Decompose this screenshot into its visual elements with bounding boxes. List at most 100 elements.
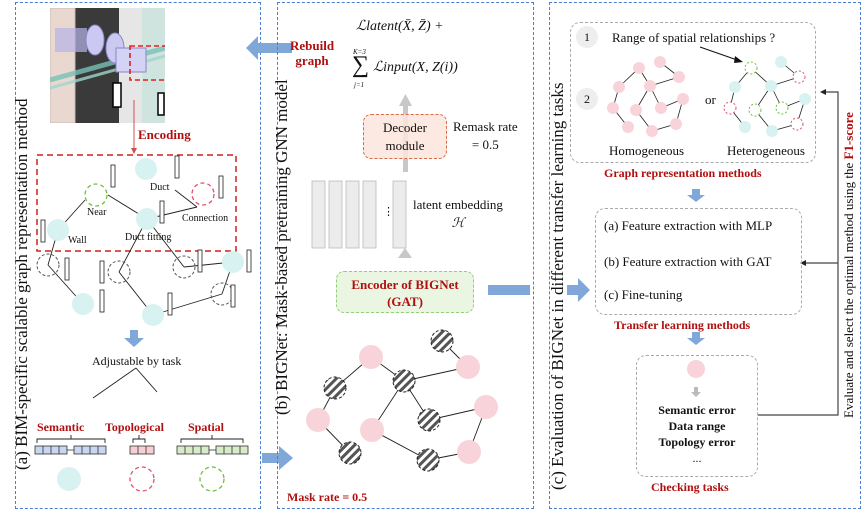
node-connection bbox=[191, 182, 215, 206]
label-wall: Wall bbox=[68, 235, 87, 246]
encoder-box: Encoder of BIGNet (GAT) bbox=[336, 271, 474, 313]
heterogeneous-label: Heterogeneous bbox=[727, 143, 805, 158]
heterogeneous-nodes bbox=[723, 56, 811, 137]
node-wall bbox=[47, 219, 69, 241]
masked-node bbox=[417, 408, 441, 432]
panel-b bbox=[277, 2, 534, 509]
visible-node bbox=[360, 418, 384, 442]
step-1-number: 1 bbox=[584, 30, 590, 44]
f1-score-highlight: F1-score bbox=[841, 112, 856, 160]
encoder-label-1: Encoder of BIGNet bbox=[351, 277, 459, 292]
feedback-arrowhead-1 bbox=[820, 89, 826, 95]
topological-vector bbox=[129, 445, 155, 455]
label-duct: Duct bbox=[150, 182, 170, 193]
masked-node bbox=[430, 329, 454, 353]
transfer-methods-label: Transfer learning methods bbox=[614, 318, 751, 332]
decoder-module-box: Decoder module bbox=[363, 114, 447, 159]
label-connection: Connection bbox=[182, 213, 229, 224]
adjustable-tree bbox=[92, 367, 158, 399]
latent-embedding-label: latent embedding ℋ bbox=[408, 196, 508, 232]
embedding-ellipsis: ⋮ bbox=[383, 206, 394, 218]
node-filled bbox=[142, 304, 164, 326]
checking-tasks-box bbox=[636, 355, 758, 477]
node-empty bbox=[172, 255, 196, 279]
node-filled bbox=[222, 251, 244, 273]
up-arrow-decoder bbox=[399, 94, 412, 106]
encoding-region bbox=[36, 154, 237, 252]
arrow-into-c bbox=[567, 278, 590, 302]
semantic-vector bbox=[34, 445, 107, 455]
task-node bbox=[687, 360, 705, 378]
homogeneous-label: Homogeneous bbox=[609, 143, 685, 158]
masked-node bbox=[323, 376, 347, 400]
visible-node bbox=[359, 345, 383, 369]
legend-topological-node bbox=[129, 466, 155, 492]
remask-label-2: = 0.5 bbox=[471, 137, 499, 152]
checking-item-semantic: Semantic error bbox=[658, 403, 736, 417]
spatial-label: Spatial bbox=[188, 420, 225, 434]
step-1-badge: 1 bbox=[576, 26, 598, 48]
checking-items-list: Semantic error Data range Topology error… bbox=[636, 402, 758, 466]
latent-label-1: latent embedding bbox=[413, 197, 503, 212]
down-arrow bbox=[124, 330, 144, 347]
transfer-method-gat: (b) Feature extraction with GAT bbox=[604, 254, 772, 269]
rebuild-label-2: graph bbox=[295, 53, 329, 68]
legend-spatial-node bbox=[199, 466, 225, 492]
checking-item-more: ... bbox=[692, 451, 702, 465]
semantic-label: Semantic bbox=[37, 420, 85, 434]
down-arrow-2 bbox=[687, 332, 705, 345]
legend-entity-node bbox=[57, 467, 81, 491]
visible-node bbox=[456, 355, 480, 379]
bim-drawing bbox=[50, 8, 165, 123]
node-duct bbox=[135, 158, 157, 180]
masked-node bbox=[338, 441, 362, 465]
masked-node bbox=[416, 448, 440, 472]
feedback-label-text: Evaluate and select the optimal method u… bbox=[841, 159, 856, 418]
loss-term-latent: ℒlatent(X̄, Z̄) + bbox=[356, 19, 444, 34]
step-1-question: Range of spatial relationships ? bbox=[612, 30, 776, 45]
node-empty bbox=[36, 253, 60, 277]
node-empty bbox=[107, 260, 131, 284]
transfer-method-mlp: (a) Feature extraction with MLP bbox=[604, 218, 773, 233]
decoder-label-2: module bbox=[385, 138, 425, 153]
mask-rate-label: Mask rate = 0.5 bbox=[287, 490, 368, 504]
remask-label-1: Remask rate bbox=[453, 119, 518, 134]
graph-representation-box bbox=[570, 22, 816, 163]
rebuild-label-1: Rebuild bbox=[290, 38, 335, 53]
arrow-rebuild-graph bbox=[246, 36, 292, 60]
question-arrow bbox=[734, 56, 743, 63]
down-arrow-1 bbox=[687, 189, 705, 202]
homogeneous-nodes bbox=[607, 56, 689, 137]
latent-label-2: ℋ bbox=[451, 215, 465, 230]
up-arrow-encoder bbox=[398, 248, 412, 258]
node-filled bbox=[72, 293, 94, 315]
feedback-arrowhead-2 bbox=[800, 260, 806, 266]
remask-rate-label: Remask rate = 0.5 bbox=[453, 118, 518, 154]
feedback-line bbox=[758, 91, 839, 416]
visible-node bbox=[457, 440, 481, 464]
masked-node bbox=[392, 369, 416, 393]
transfer-methods-box bbox=[595, 208, 802, 315]
visible-node bbox=[474, 395, 498, 419]
panel-c bbox=[549, 2, 861, 509]
checking-item-data-range: Data range bbox=[668, 419, 726, 433]
feedback-label: Evaluate and select the optimal method u… bbox=[841, 112, 857, 418]
transfer-method-finetune: (c) Fine-tuning bbox=[604, 287, 683, 302]
step-2-number: 2 bbox=[584, 92, 590, 106]
checking-tasks-label: Checking tasks bbox=[651, 480, 729, 494]
down-arrow-gray bbox=[691, 387, 701, 397]
feature-vectors bbox=[40, 155, 252, 316]
encoder-label-2: (GAT) bbox=[387, 294, 423, 309]
checking-item-topology: Topology error bbox=[658, 435, 736, 449]
bim-model-image bbox=[50, 8, 165, 123]
latent-embedding-bars bbox=[311, 180, 407, 249]
decoder-label-1: Decoder bbox=[382, 120, 428, 135]
loss-sum-symbol: ∑ bbox=[352, 52, 370, 78]
label-duct-fitting: Duct fitting bbox=[125, 232, 172, 243]
panel-a bbox=[15, 2, 261, 509]
loss-term-input: ℒinput(X, Z(i)) bbox=[373, 60, 458, 75]
masked-graph-nodes bbox=[306, 329, 498, 472]
